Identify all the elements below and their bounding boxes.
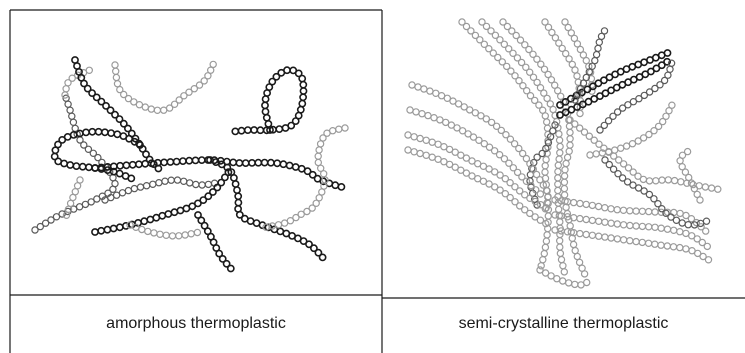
semi-crystalline-chain-18 <box>567 117 721 192</box>
semi-crystalline-chain-9 <box>405 132 549 211</box>
amorphous-chains-panel <box>32 57 348 272</box>
semi-crystalline-chain-16 <box>597 60 675 133</box>
amorphous-chain-11 <box>232 67 306 134</box>
semi-crystalline-chain-17 <box>587 102 675 158</box>
semi-crystalline-chain-20 <box>677 149 703 204</box>
semi-crystalline-chain-3 <box>500 19 588 277</box>
amorphous-chain-10 <box>195 212 234 272</box>
amorphous-chain-13 <box>127 222 201 239</box>
amorphous-chain-3 <box>112 61 216 113</box>
semi-crystalline-chain-10 <box>405 147 549 227</box>
amorphous-chain-12 <box>263 125 348 230</box>
caption-amorphous: amorphous thermoplastic <box>10 300 382 348</box>
caption-semi-crystalline: semi-crystalline thermoplastic <box>382 300 745 348</box>
semi-crystalline-chain-14 <box>557 50 671 108</box>
amorphous-chain-6 <box>92 169 232 235</box>
semi-crystalline-chain-19 <box>602 157 710 228</box>
amorphous-chain-2 <box>62 67 93 98</box>
semi-crystalline-chain-13 <box>552 227 712 263</box>
semi-crystalline-chains-panel <box>405 19 721 288</box>
semi-crystalline-chain-21 <box>537 267 590 288</box>
